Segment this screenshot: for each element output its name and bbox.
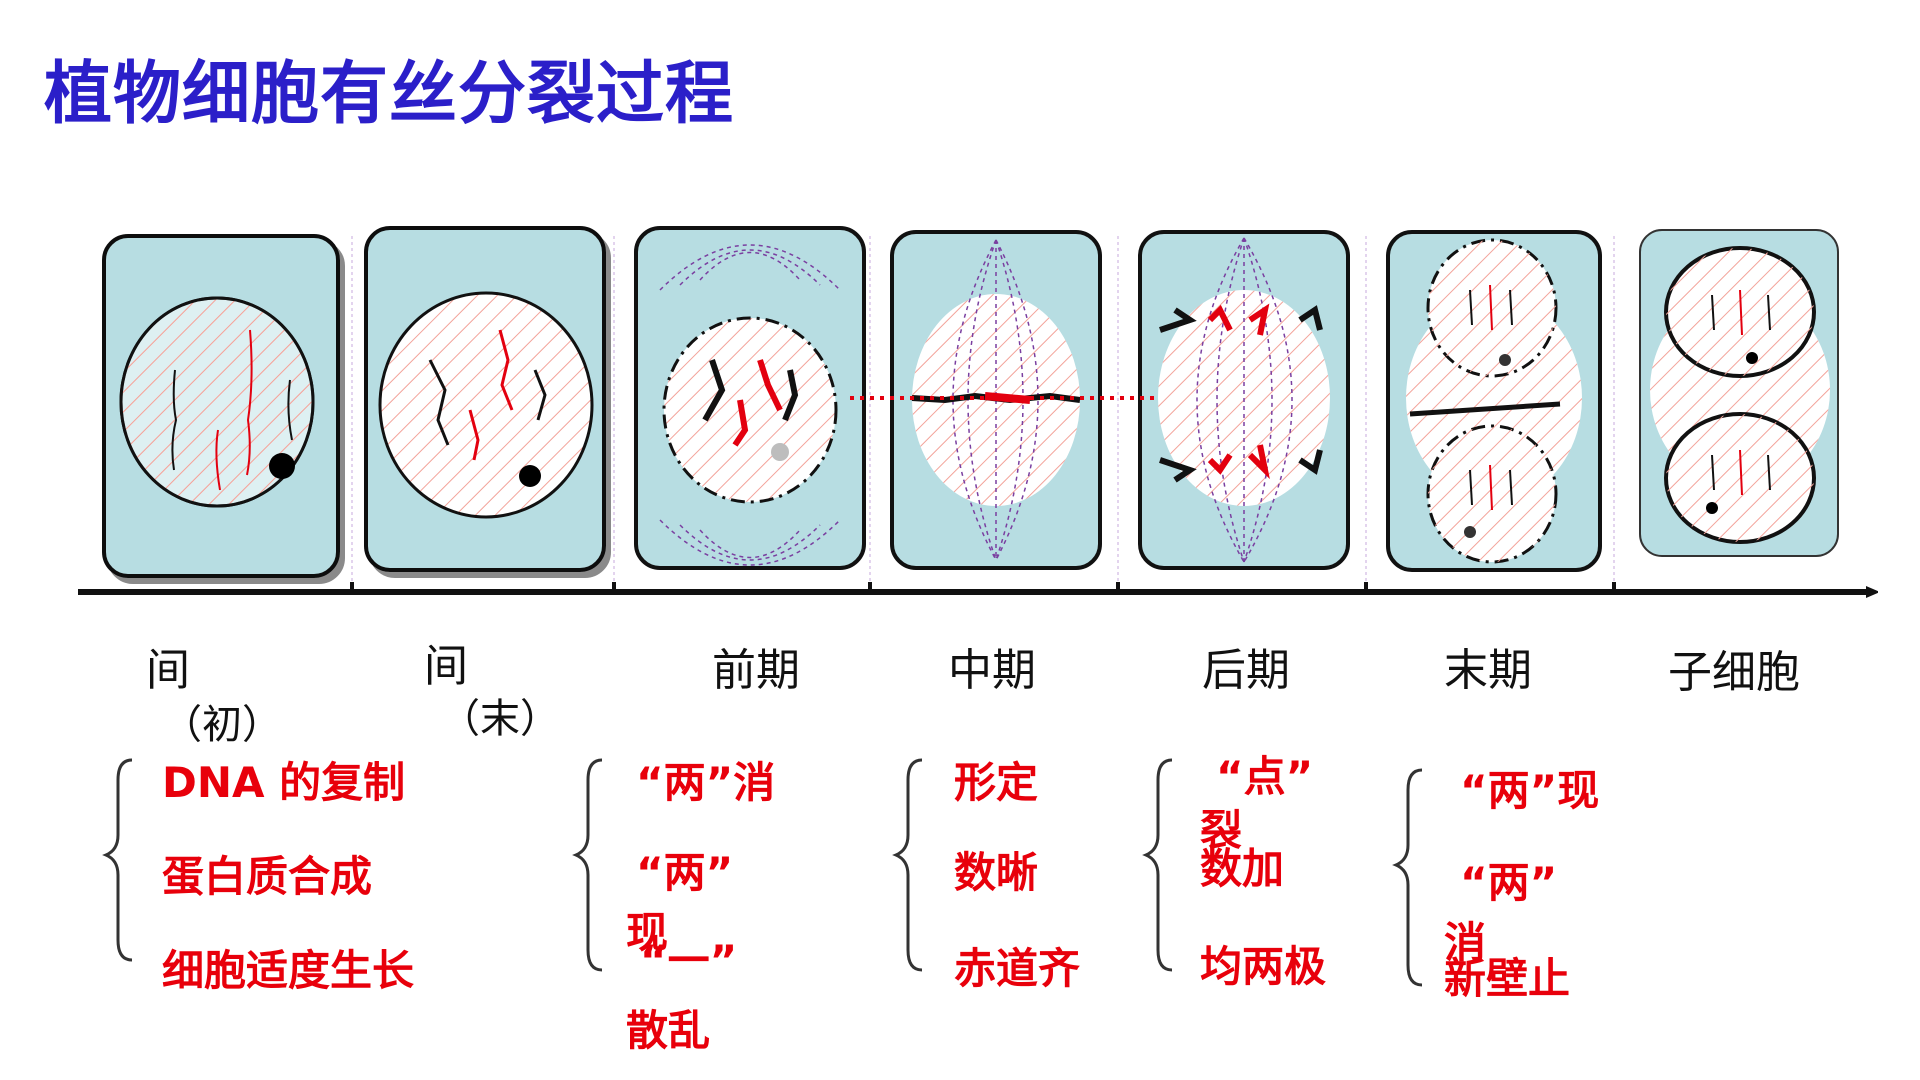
cell-anaphase <box>1138 230 1350 570</box>
nucleolus <box>771 443 789 461</box>
note-interphase-3: 细胞适度生长 <box>162 946 415 995</box>
stage-label-telophase: 末期 <box>1444 645 1532 696</box>
cell-daughter-cells <box>1639 229 1839 557</box>
note-metaphase-2: 数晰 <box>954 848 1039 897</box>
brace-prophase <box>572 758 603 972</box>
brace-anaphase <box>1142 758 1173 972</box>
note-prophase-5: 散乱 <box>626 1006 711 1055</box>
note-anaphase-2: 裂 <box>1200 806 1243 855</box>
note-prophase-1: “两”消 <box>636 758 776 807</box>
page-title: 植物细胞有丝分裂过程 <box>44 55 735 134</box>
stage-label-prophase: 前期 <box>712 645 800 696</box>
note-anaphase-4: 均两极 <box>1200 942 1327 991</box>
note-prophase-2: “两” <box>636 848 734 897</box>
note-prophase-3: 现 <box>626 908 669 957</box>
note-telophase-2: “两” <box>1460 858 1558 907</box>
note-anaphase-3: 数加 <box>1200 844 1285 893</box>
note-prophase-4: “一” <box>640 936 738 985</box>
note-telophase-4: 新壁止 <box>1444 954 1571 1003</box>
cell-prophase <box>634 226 866 570</box>
stage-label-interphase-late: 间 <box>424 641 468 692</box>
cell-plate <box>1409 401 1561 417</box>
stage-sublabel-interphase-late: （末） <box>440 696 560 742</box>
cell-interphase-early <box>102 234 340 578</box>
note-anaphase-1: “点” <box>1216 752 1314 801</box>
note-interphase-2: 蛋白质合成 <box>162 852 373 901</box>
note-metaphase-1: 形定 <box>954 758 1039 807</box>
note-interphase-1: DNA 的复制 <box>162 758 406 807</box>
brace-metaphase <box>892 758 923 972</box>
note-telophase-1: “两”现 <box>1460 766 1600 815</box>
brace-telophase <box>1392 768 1423 987</box>
note-metaphase-3: 赤道齐 <box>954 944 1081 993</box>
stage-label-interphase-early: 间 <box>146 645 190 696</box>
stage-sublabel-interphase-early: （初） <box>162 702 282 748</box>
note-telophase-3: 消 <box>1444 918 1487 967</box>
cell-metaphase <box>890 230 1102 570</box>
brace-interphase <box>102 758 133 962</box>
stage-label-metaphase: 中期 <box>948 645 1036 696</box>
nucleolus <box>269 453 295 479</box>
stage-label-anaphase: 后期 <box>1202 645 1290 696</box>
timeline <box>78 236 1868 592</box>
cell-interphase-late <box>364 226 606 572</box>
nucleolus <box>519 465 541 487</box>
stage-label-daughter-cells: 子细胞 <box>1668 647 1800 698</box>
cell-telophase <box>1386 230 1602 572</box>
